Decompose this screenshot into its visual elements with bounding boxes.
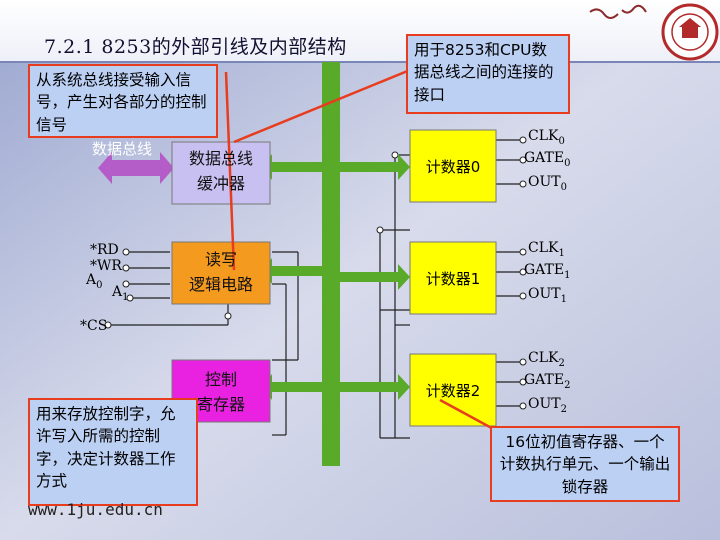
callout-cpu-interface: 用于8253和CPU数据总线之间的连接的接口 [406,34,570,114]
control-register-line2: 寄存器 [196,394,245,414]
counter1-gate-sub: 1 [564,269,571,281]
signal-cs: *CS [80,318,108,334]
signal-a1: A1 [112,284,129,303]
rw-logic-block [171,241,271,305]
counter2-label: 计数器2 [425,382,481,400]
external-data-bus-arrow [98,152,174,184]
counter2-out-sub: 2 [560,403,567,415]
counter1-clk-text: CLK [528,240,559,256]
counter2-gate: GATE2 [524,372,570,391]
counter1-clk-sub: 1 [558,247,565,259]
counter0-label: 计数器0 [425,158,481,176]
signal-a0: A0 [86,272,103,291]
counter0-clk-text: CLK [528,128,559,144]
pin-circles [104,136,527,410]
counter1-clk: CLK1 [528,240,565,259]
counter2-clk-sub: 2 [558,357,565,369]
counter2-gate-sub: 2 [564,379,571,391]
signal-a0-letter: A [86,272,97,288]
slide-title: 7.2.1 8253的外部引线及内部结构 [44,36,347,58]
counter1-gate-text: GATE [524,262,565,278]
counter1-out-text: OUT [528,286,561,302]
counter1-gate: GATE1 [524,262,570,281]
counter2-out-text: OUT [528,396,561,412]
callout-system-bus: 从系统总线接受输入信号，产生对各部分的控制信号 [28,64,218,138]
counter2-block [409,353,497,427]
data-buffer-text: 数据总线 缓冲器 [172,147,270,197]
footer-url: www.1ju.edu.cn [28,500,163,519]
signal-a0-sub: 0 [96,279,103,291]
counter1-block [409,241,497,315]
data-bus-label: 数据总线 [92,140,153,158]
rw-logic-text: 读写 逻辑电路 [172,248,270,298]
data-buffer-line2: 缓冲器 [196,173,245,193]
control-register-text: 控制 寄存器 [172,368,270,418]
university-seal-logo [661,3,719,61]
counter2-out: OUT2 [528,396,567,415]
callout-control-word: 用来存放控制字，允许写入所需的控制字，决定计数器工作方式 [28,398,198,506]
counter1-label: 计数器1 [425,270,481,288]
counter2-clk-text: CLK [528,350,559,366]
counter1-out: OUT1 [528,286,567,305]
counter2-clk: CLK2 [528,350,565,369]
calligraphy-logo [589,4,647,19]
counter0-gate-sub: 0 [564,157,571,169]
data-buffer-block [171,141,271,205]
callout-counter-desc: 16位初值寄存器、一个计数执行单元、一个输出锁存器 [490,426,680,502]
counter0-clk-sub: 0 [558,135,565,147]
control-register-line1: 控制 [204,370,237,389]
counter0-gate: GATE0 [524,150,570,169]
signal-a1-sub: 1 [122,291,129,303]
counter1-out-sub: 1 [560,293,567,305]
counter0-out-text: OUT [528,174,561,190]
counter2-gate-text: GATE [524,372,565,388]
rw-logic-line2: 逻辑电路 [188,274,253,294]
counter0-out: OUT0 [528,174,567,193]
counter0-gate-text: GATE [524,150,565,166]
signal-wr: *WR [90,258,122,274]
data-buffer-line1: 数据总线 [188,149,253,168]
counter0-block [409,129,497,203]
counter0-out-sub: 0 [560,181,567,193]
counter0-clk: CLK0 [528,128,565,147]
signal-a1-letter: A [112,284,123,300]
rw-logic-line1: 读写 [204,250,237,269]
signal-rd: *RD [90,242,119,258]
internal-bus [262,62,410,466]
